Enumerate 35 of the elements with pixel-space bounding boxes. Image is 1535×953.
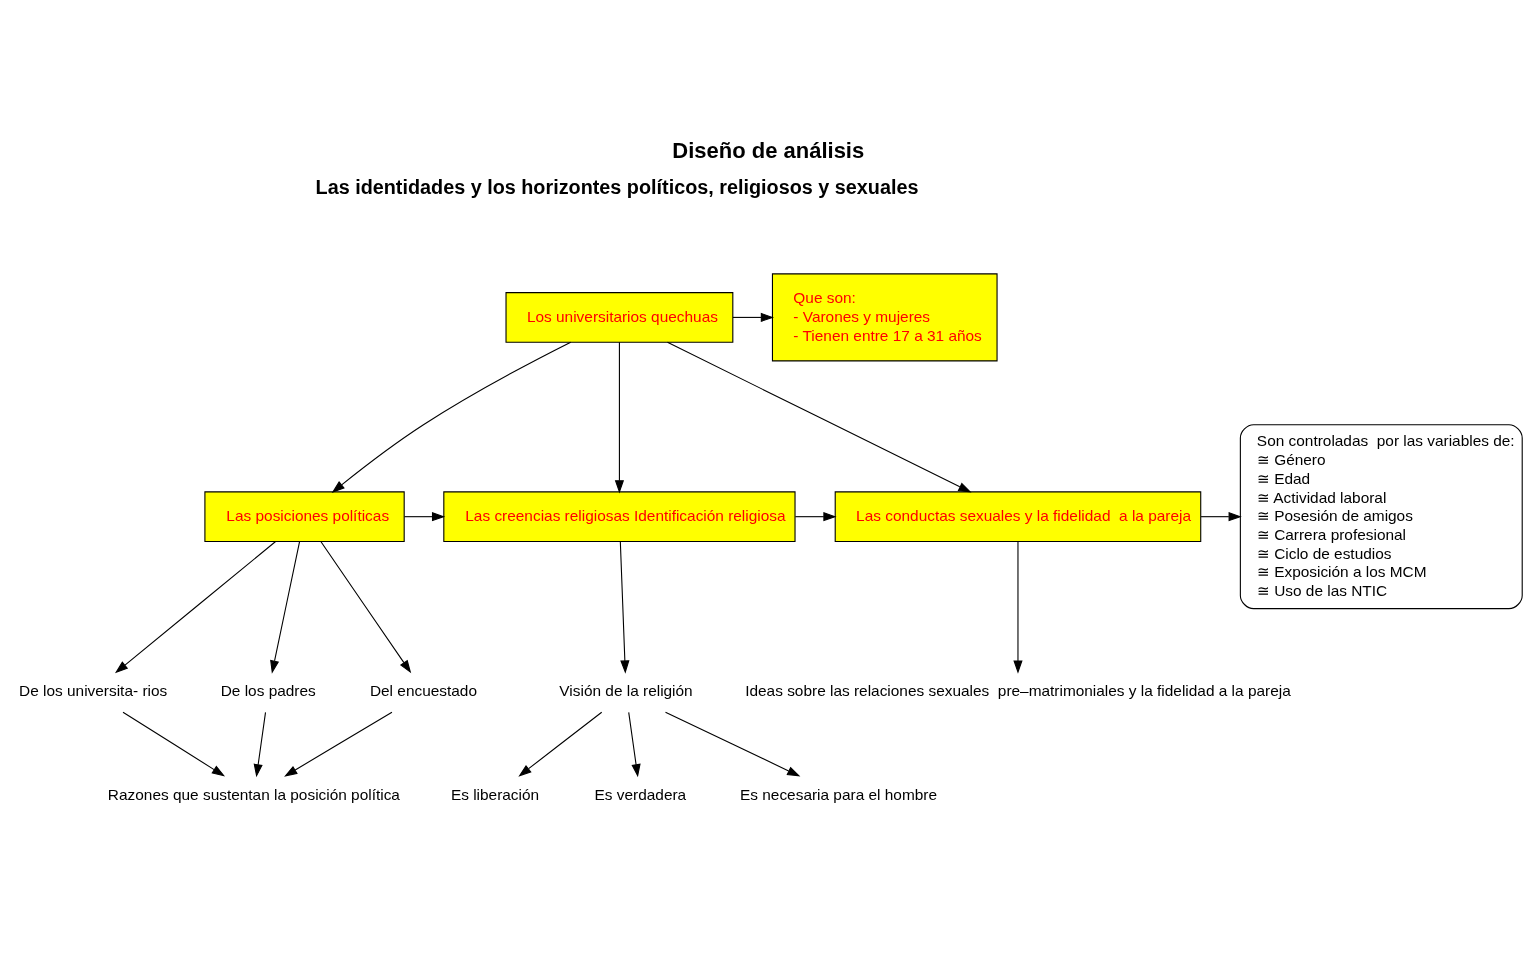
node-box: Son controladas por las variables de: ≅ Género ≅ Edad ≅ Actividad laboral ≅ Posesión de amigos ≅ Carrera profesional ≅ Ciclo de estudios ≅ Exposición a los MCM ≅ Uso de las NTIC <box>1239 424 1523 610</box>
node-box: Las creencias religiosas Identificación religiosa <box>443 491 796 542</box>
arrow <box>1200 512 1242 522</box>
diagram-title: Diseño de análisis <box>672 138 865 164</box>
node-text: Es verdadera <box>594 785 687 803</box>
arrow <box>628 711 641 778</box>
arrow <box>331 341 572 493</box>
arrow <box>122 711 226 777</box>
arrow <box>270 541 301 674</box>
node-box: Las posiciones políticas <box>204 491 405 542</box>
node-text: De los universita- rios <box>19 682 168 700</box>
node-text: Razones que sustentan la posición política <box>107 785 400 803</box>
node-text: Visión de la religión <box>559 682 693 700</box>
arrow <box>732 312 775 323</box>
arrow <box>614 341 625 494</box>
arrow <box>284 711 393 777</box>
node-text: Ideas sobre las relaciones sexuales pre–matrimoniales y la fidelidad a la pareja <box>745 682 1291 700</box>
node-box: Los universitarios quechuas <box>505 292 734 343</box>
node-text: Del encuestado <box>369 682 477 700</box>
node-box: Las conductas sexuales y la fidelidad a la pareja <box>834 491 1202 542</box>
node-text: Es liberación <box>450 785 540 803</box>
label: Las identidades y los horizontes políticos, religiosos y sexuales <box>315 175 919 198</box>
arrow <box>794 512 837 522</box>
arrow <box>1013 541 1023 674</box>
node-text: De los padres <box>220 682 316 700</box>
node-box: Que son: - Varones y mujeres - Tienen entre 17 a 31 años <box>771 273 998 362</box>
arrow <box>403 512 446 522</box>
arrow <box>664 711 801 777</box>
arrow <box>518 711 603 777</box>
arrow <box>114 541 277 674</box>
arrow <box>666 341 972 493</box>
arrow <box>253 711 267 778</box>
node-text: Es necesaria para el hombre <box>740 785 937 803</box>
arrow <box>320 541 412 674</box>
arrow <box>619 541 630 674</box>
